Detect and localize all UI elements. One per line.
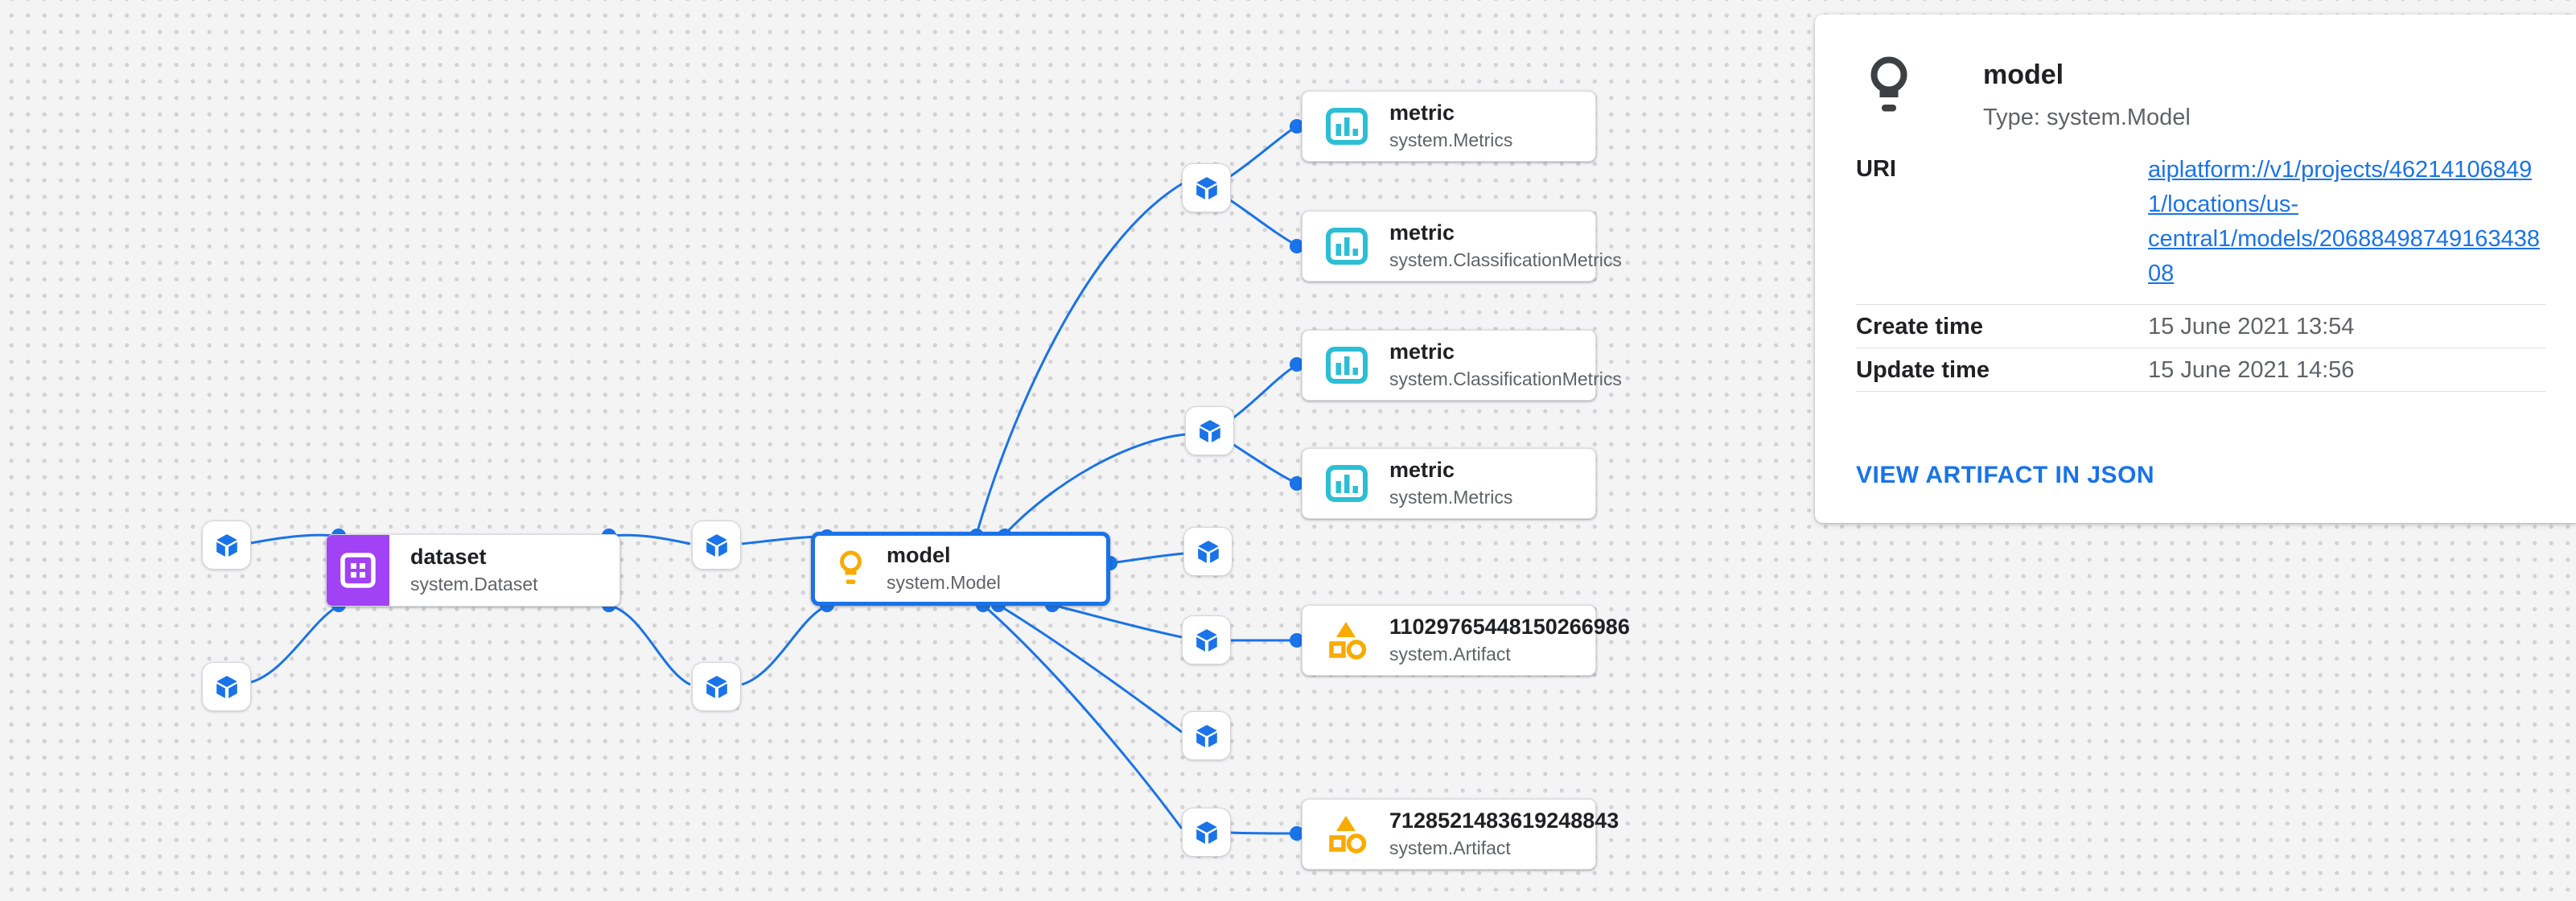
node-metric-2[interactable]: metric system.ClassificationMetrics: [1302, 211, 1622, 282]
node-title: model: [887, 542, 951, 567]
execution-node[interactable]: [692, 662, 741, 711]
node-subtitle: system.Artifact: [1389, 644, 1511, 665]
node-artifact-2[interactable]: 7128521483619248843 system.Artifact: [1302, 799, 1619, 870]
node-subtitle: system.ClassificationMetrics: [1389, 368, 1622, 390]
create-time-label: Create time: [1856, 314, 1983, 339]
cube-icon: [706, 675, 727, 698]
uri-label: URI: [1856, 156, 1896, 182]
metrics-chart-icon: [1325, 107, 1368, 146]
cube-icon: [1195, 628, 1217, 652]
metrics-chart-icon: [1325, 227, 1368, 265]
panel-title: model: [1983, 60, 2064, 90]
uri-link-line[interactable]: 08: [2148, 261, 2175, 286]
uri-link-line[interactable]: 1/locations/us-: [2148, 191, 2298, 217]
node-subtitle: system.Artifact: [1389, 837, 1511, 859]
metrics-chart-icon: [1325, 464, 1368, 503]
divider: [1856, 304, 2546, 305]
node-subtitle: system.Dataset: [410, 574, 538, 595]
uri-link-line[interactable]: aiplatform://v1/projects/46214106849: [2148, 157, 2533, 183]
create-time-value: 15 June 2021 13:54: [2148, 314, 2355, 339]
artifact-details-panel: model Type: system.Model URI aiplatform:…: [1815, 14, 2576, 523]
node-metric-3[interactable]: metric system.ClassificationMetrics: [1302, 330, 1622, 401]
node-title: dataset: [410, 544, 487, 569]
node-title: 11029765448150266986: [1389, 614, 1630, 639]
node-title: metric: [1389, 100, 1455, 125]
artifact-shapes-icon: [1325, 814, 1368, 854]
lightbulb-icon: [837, 550, 864, 587]
view-artifact-in-json-link[interactable]: VIEW ARTIFACT IN JSON: [1856, 462, 2155, 488]
node-artifact-1[interactable]: 11029765448150266986 system.Artifact: [1302, 605, 1630, 676]
execution-node[interactable]: [1182, 711, 1231, 760]
cube-icon: [1195, 176, 1217, 200]
node-title: metric: [1389, 457, 1455, 482]
update-time-label: Update time: [1856, 357, 1990, 383]
node-dataset[interactable]: dataset system.Dataset: [326, 534, 620, 607]
node-subtitle: system.Metrics: [1389, 130, 1513, 151]
execution-node[interactable]: [1183, 527, 1232, 576]
cube-icon: [706, 533, 727, 557]
cube-icon: [1197, 540, 1219, 563]
metrics-chart-icon: [1325, 346, 1368, 385]
cube-icon: [1195, 724, 1217, 747]
execution-node[interactable]: [1182, 163, 1231, 212]
execution-node[interactable]: [1182, 615, 1231, 664]
uri-link-line[interactable]: central1/models/20688498749163438: [2148, 226, 2540, 252]
cube-icon: [216, 533, 237, 557]
node-title: metric: [1389, 220, 1455, 245]
node-title: 7128521483619248843: [1389, 808, 1619, 833]
cube-icon: [1195, 821, 1217, 844]
uri-value: aiplatform://v1/projects/46214106849 1/l…: [2148, 153, 2550, 291]
node-metric-4[interactable]: metric system.Metrics: [1302, 448, 1596, 519]
update-time-value: 15 June 2021 14:56: [2148, 357, 2355, 383]
panel-type-line: Type: system.Model: [1983, 105, 2191, 130]
divider: [1856, 391, 2546, 392]
execution-node[interactable]: [692, 520, 741, 570]
artifact-shapes-icon: [1325, 620, 1368, 660]
node-subtitle: system.ClassificationMetrics: [1389, 249, 1622, 271]
lightbulb-icon: [1868, 56, 1910, 125]
cube-icon: [1199, 419, 1220, 442]
execution-node[interactable]: [202, 520, 251, 570]
node-subtitle: system.Model: [887, 572, 1001, 594]
cube-icon: [216, 675, 237, 698]
node-model-selected[interactable]: model system.Model: [811, 532, 1110, 606]
node-subtitle: system.Metrics: [1389, 487, 1513, 508]
execution-node[interactable]: [202, 662, 251, 711]
execution-node[interactable]: [1182, 808, 1231, 857]
node-metric-1[interactable]: metric system.Metrics: [1302, 91, 1596, 162]
node-title: metric: [1389, 339, 1455, 364]
execution-node[interactable]: [1185, 406, 1234, 455]
dataset-icon: [327, 535, 389, 606]
